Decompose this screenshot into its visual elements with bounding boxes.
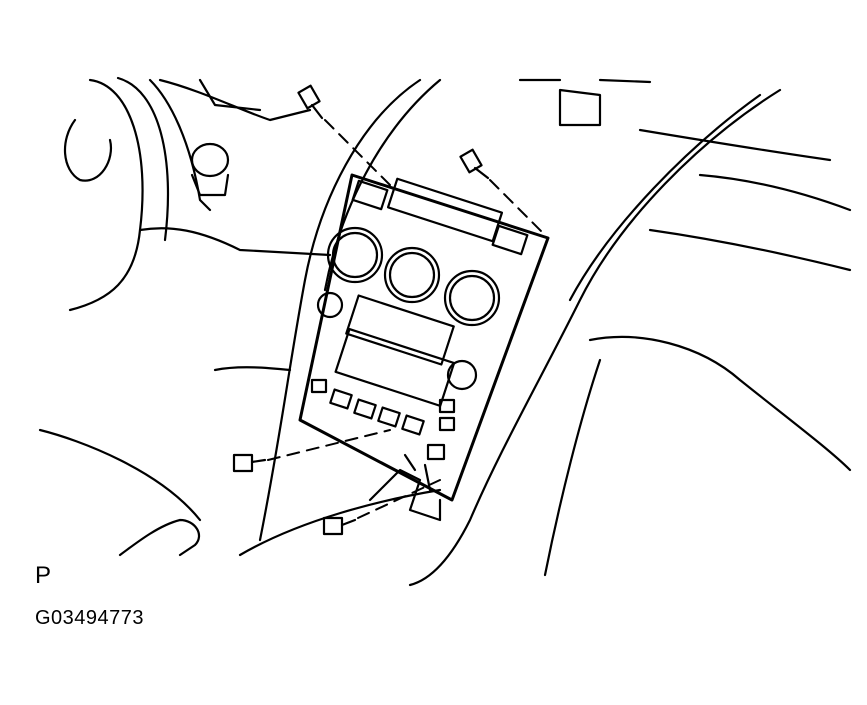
finish-panel	[298, 173, 550, 502]
screw-lower-center	[322, 479, 441, 536]
console-outline	[238, 78, 852, 587]
view-label: P	[35, 562, 52, 589]
screw-upper-left	[297, 84, 391, 186]
screw-upper-right	[459, 148, 546, 236]
figure-id: G03494773	[35, 607, 145, 629]
lower-bracket	[368, 453, 442, 522]
steering-wheel-area	[38, 76, 332, 557]
screw-lower-left	[232, 429, 391, 473]
